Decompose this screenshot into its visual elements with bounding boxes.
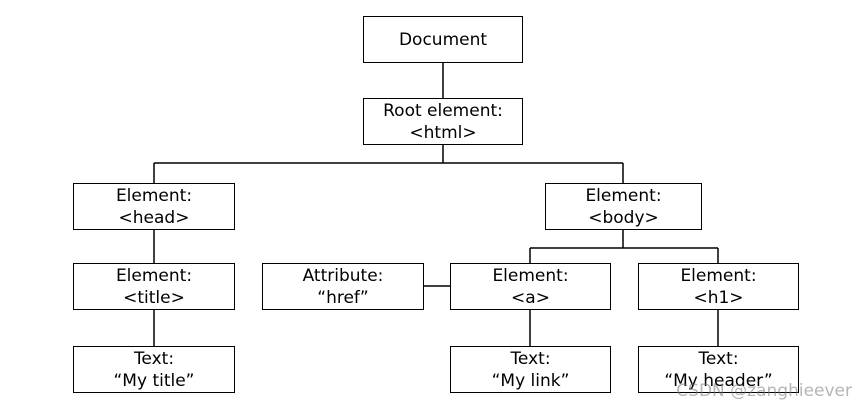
node-root-label: Root element: bbox=[383, 100, 503, 121]
node-head-label: Element: bbox=[115, 185, 193, 206]
node-text-title-label: Text: bbox=[133, 348, 175, 369]
node-a-tag: <a> bbox=[511, 287, 550, 308]
node-document: Document bbox=[363, 16, 523, 63]
node-a-label: Element: bbox=[492, 265, 569, 286]
node-attribute: Attribute: “href” bbox=[262, 263, 424, 310]
node-text-header: Text: “My header” bbox=[638, 346, 799, 393]
node-head-tag: <head> bbox=[118, 207, 190, 228]
node-h1-element: Element: <h1> bbox=[638, 263, 799, 310]
node-text-link-label: Text: bbox=[510, 348, 551, 369]
watermark: CSDN @zanghieever bbox=[676, 381, 852, 401]
node-a-element: Element: <a> bbox=[450, 263, 611, 310]
node-text-link-value: “My link” bbox=[491, 370, 570, 391]
node-title-label: Element: bbox=[115, 265, 193, 286]
node-text-header-value: “My header” bbox=[664, 370, 773, 391]
node-root-tag: <html> bbox=[409, 122, 477, 143]
node-document-label: Document bbox=[398, 29, 488, 50]
node-h1-tag: <h1> bbox=[693, 287, 744, 308]
node-text-title: Text: “My title” bbox=[73, 346, 235, 393]
node-h1-label: Element: bbox=[680, 265, 757, 286]
node-title-element: Element: <title> bbox=[73, 263, 235, 310]
node-title-tag: <title> bbox=[123, 287, 185, 308]
node-body-tag: <body> bbox=[588, 207, 659, 228]
node-text-link: Text: “My link” bbox=[450, 346, 611, 393]
node-body-element: Element: <body> bbox=[545, 183, 702, 230]
node-text-header-label: Text: bbox=[698, 348, 739, 369]
node-root-element: Root element: <html> bbox=[363, 98, 523, 145]
node-head-element: Element: <head> bbox=[73, 183, 235, 230]
node-text-title-value: “My title” bbox=[113, 370, 195, 391]
node-attribute-label: Attribute: bbox=[302, 265, 384, 286]
node-body-label: Element: bbox=[585, 185, 662, 206]
node-attribute-value: “href” bbox=[317, 287, 369, 308]
